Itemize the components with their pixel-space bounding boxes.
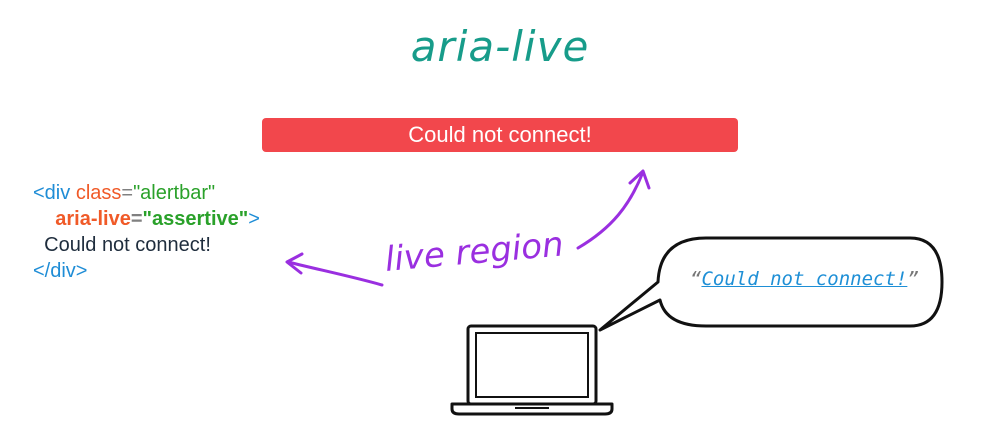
open-quote: “ xyxy=(690,268,702,290)
speech-bubble-icon xyxy=(598,236,944,332)
code-live-value: "assertive" xyxy=(142,208,249,230)
code-equals-1: = xyxy=(121,182,134,204)
code-class-attr: class xyxy=(75,182,122,204)
close-quote: ” xyxy=(907,268,919,290)
code-snippet: <div class="alertbar" aria-live="asserti… xyxy=(33,180,260,284)
code-close-bracket: > xyxy=(248,208,260,230)
laptop-icon xyxy=(450,324,614,416)
arrow-to-alertbar-head xyxy=(628,169,651,190)
code-content: Could not connect! xyxy=(44,234,211,256)
code-live-attr: aria-live xyxy=(55,208,131,230)
code-end-tag: </div> xyxy=(33,260,88,282)
speech-bubble-text: “Could not connect!” xyxy=(690,268,920,290)
arrow-to-alertbar xyxy=(576,170,645,250)
code-line-3: Could not connect! xyxy=(33,232,260,258)
code-line-1: <div class="alertbar" xyxy=(33,180,260,206)
arrow-to-code-head xyxy=(285,252,304,275)
code-line-4: </div> xyxy=(33,258,260,284)
arrow-to-code xyxy=(286,260,384,287)
code-line-2: aria-live="assertive"> xyxy=(33,206,260,232)
alert-bar: Could not connect! xyxy=(262,118,738,152)
spoken-text: Could not connect! xyxy=(701,268,908,290)
code-equals-2: = xyxy=(130,208,143,230)
alert-bar-text: Could not connect! xyxy=(408,122,592,147)
code-class-value: "alertbar" xyxy=(133,182,216,204)
code-open-tag: <div xyxy=(33,182,71,204)
diagram-title: aria-live xyxy=(410,22,590,71)
